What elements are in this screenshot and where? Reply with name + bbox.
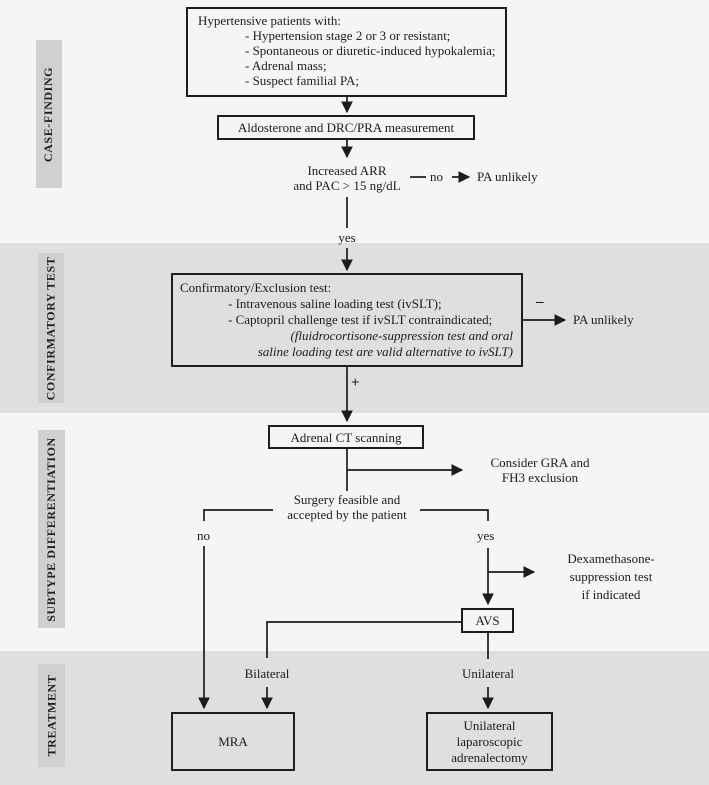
section-label-case-finding-text: CASE-FINDING bbox=[41, 66, 56, 162]
confirmatory-negative-sign: – bbox=[536, 294, 544, 310]
surgery-no-label: no bbox=[197, 528, 210, 543]
mra-box: MRA bbox=[171, 712, 295, 771]
gra-note-line1: Consider GRA and bbox=[490, 455, 590, 470]
mra-label: MRA bbox=[218, 734, 248, 749]
adrenalectomy-line2: laparoscopic bbox=[456, 733, 523, 749]
band-subtype-differentiation bbox=[0, 413, 709, 651]
screening-item: - Adrenal mass; bbox=[245, 58, 327, 73]
dexamethasone-note-line1: Dexamethasone- bbox=[567, 551, 655, 566]
band-confirmatory-test bbox=[0, 243, 709, 413]
screening-title: Hypertensive patients with: bbox=[198, 13, 341, 28]
gra-note-line2: FH3 exclusion bbox=[501, 470, 579, 485]
confirmatory-item: - Intravenous saline loading test (ivSLT… bbox=[228, 296, 442, 311]
bilateral-label: Bilateral bbox=[244, 666, 290, 681]
gra-note: Consider GRA and FH3 exclusion bbox=[465, 455, 615, 485]
screening-item: - Spontaneous or diuretic-induced hypoka… bbox=[245, 43, 496, 58]
arr-yes-label: yes bbox=[338, 230, 356, 245]
arr-no-label: no bbox=[430, 169, 443, 184]
confirmatory-negative-result: PA unlikely bbox=[573, 312, 634, 327]
section-label-treatment: TREATMENT bbox=[38, 664, 65, 767]
section-label-subtype-differentiation: SUBTYPE DIFFERENTIATION bbox=[38, 430, 65, 628]
arr-condition-line1: Increased ARR bbox=[307, 163, 387, 178]
confirmatory-title: Confirmatory/Exclusion test: bbox=[180, 280, 332, 295]
arr-condition-line2: and PAC > 15 ng/dL bbox=[293, 178, 401, 193]
arr-no-result: PA unlikely bbox=[477, 169, 538, 184]
screening-criteria-box: Hypertensive patients with: - Hypertensi… bbox=[186, 7, 507, 97]
dexamethasone-note-line3: if indicated bbox=[581, 587, 641, 602]
dexamethasone-note-line2: suppression test bbox=[569, 569, 653, 584]
section-label-treatment-text: TREATMENT bbox=[44, 674, 59, 757]
surgery-question-line1: Surgery feasible and bbox=[293, 492, 401, 507]
avs-label: AVS bbox=[475, 613, 500, 628]
section-label-confirmatory-test: CONFIRMATORY TEST bbox=[38, 253, 64, 403]
confirmatory-positive-sign: + bbox=[351, 375, 360, 391]
measurement-label: Aldosterone and DRC/PRA measurement bbox=[237, 120, 455, 135]
confirmatory-item: - Captopril challenge test if ivSLT cont… bbox=[228, 312, 493, 327]
section-label-subtype-differentiation-text: SUBTYPE DIFFERENTIATION bbox=[44, 436, 59, 622]
screening-item: - Suspect familial PA; bbox=[245, 73, 359, 88]
section-label-confirmatory-test-text: CONFIRMATORY TEST bbox=[43, 256, 58, 400]
surgery-yes-label: yes bbox=[477, 528, 495, 543]
confirmatory-note-line2: saline loading test are valid alternativ… bbox=[257, 344, 513, 359]
surgery-question: Surgery feasible and accepted by the pat… bbox=[262, 492, 432, 522]
confirmatory-test-box: Confirmatory/Exclusion test: - Intraveno… bbox=[171, 273, 523, 367]
screening-item: - Hypertension stage 2 or 3 or resistant… bbox=[245, 28, 451, 43]
ct-scanning-label: Adrenal CT scanning bbox=[290, 429, 402, 445]
avs-box: AVS bbox=[461, 608, 514, 633]
confirmatory-note-line1: (fluidrocortisone-suppression test and o… bbox=[290, 328, 513, 343]
surgery-question-line2: accepted by the patient bbox=[287, 507, 407, 522]
dexamethasone-note: Dexamethasone- suppression test if indic… bbox=[548, 550, 674, 604]
adrenalectomy-box: Unilateral laparoscopic adrenalectomy bbox=[426, 712, 553, 771]
band-case-finding bbox=[0, 0, 709, 243]
arr-condition: Increased ARR and PAC > 15 ng/dL bbox=[257, 163, 437, 193]
band-treatment bbox=[0, 651, 709, 785]
ct-scanning-box: Adrenal CT scanning bbox=[268, 425, 424, 449]
measurement-box: Aldosterone and DRC/PRA measurement bbox=[217, 115, 475, 140]
adrenalectomy-line1: Unilateral bbox=[463, 717, 516, 733]
adrenalectomy-line3: adrenalectomy bbox=[451, 749, 528, 765]
section-label-case-finding: CASE-FINDING bbox=[36, 40, 62, 188]
unilateral-label: Unilateral bbox=[462, 666, 514, 681]
